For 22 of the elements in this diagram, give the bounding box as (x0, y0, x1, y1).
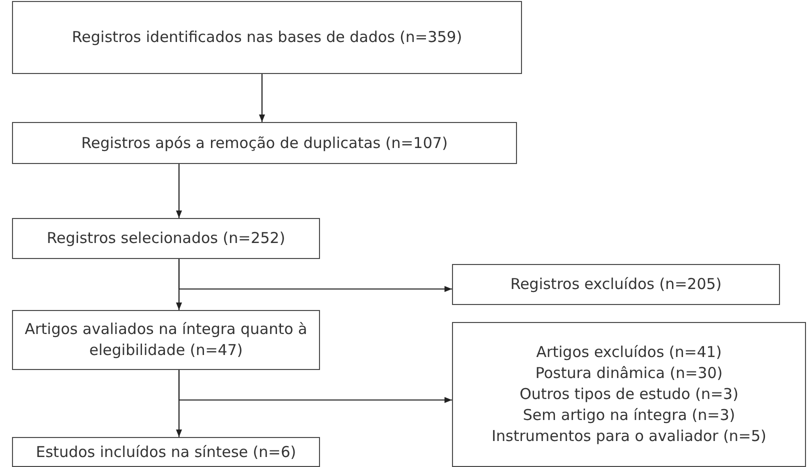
arrow (178, 259, 452, 292)
arrow (176, 164, 182, 218)
box-text: Instrumentos para o avaliador (n=5) (492, 426, 766, 447)
box-text: Registros identificados nas bases de dados (n=359) (72, 27, 462, 48)
box-text: Registros excluídos (n=205) (510, 274, 722, 295)
process-box (12, 1, 522, 74)
arrow (258, 74, 266, 122)
box-text: Registros selecionados (n=252) (46, 228, 286, 249)
process-box (12, 310, 320, 370)
box-text: Artigos excluídos (n=41) (536, 342, 722, 363)
box-text: Outros tipos de estudo (n=3) (520, 384, 738, 405)
box-text: Registros após a remoção de duplicatas (n=107) (81, 132, 448, 154)
box-text: Artigos avaliados na íntegra quanto à elegibilidade (n=47) (24, 319, 308, 361)
arrow (178, 370, 452, 404)
process-box (452, 322, 806, 467)
box-text: Sem artigo na íntegra (n=3) (522, 405, 736, 426)
box-text: Postura dinâmica (n=30) (535, 363, 723, 384)
process-box (12, 122, 517, 164)
process-box (452, 264, 780, 305)
process-box (12, 218, 320, 259)
process-box (12, 437, 320, 467)
box-text: Estudos incluídos na síntese (n=6) (36, 442, 296, 462)
